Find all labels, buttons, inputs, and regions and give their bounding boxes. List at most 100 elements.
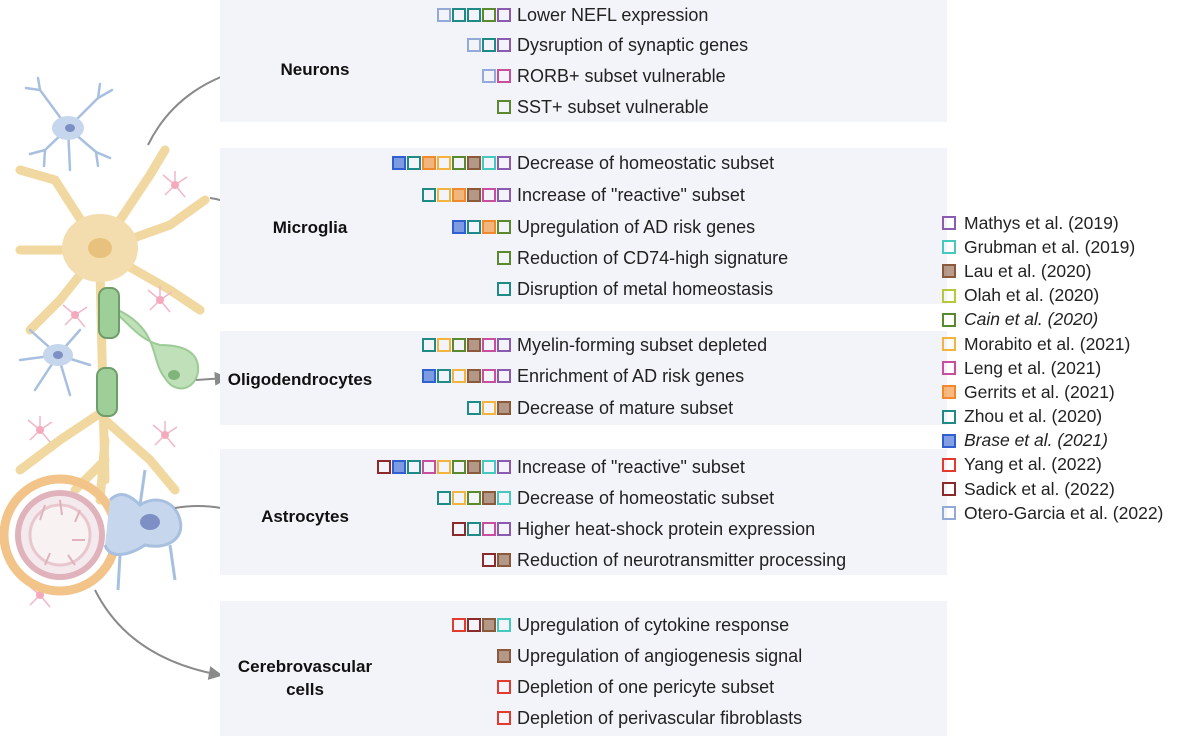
study-square-lau: [467, 460, 481, 474]
study-squares: [467, 38, 511, 52]
panel-neurons: [220, 0, 947, 122]
legend-label: Morabito et al. (2021): [964, 333, 1131, 354]
study-square-cain: [497, 100, 511, 114]
study-square-brase: [392, 460, 406, 474]
study-square-mathys: [497, 38, 511, 52]
legend-swatch: [942, 409, 956, 424]
legend-swatch: [942, 337, 956, 352]
finding-text: Myelin-forming subset depleted: [517, 334, 768, 355]
study-square-zhou: [497, 282, 511, 296]
study-square-leng: [482, 188, 496, 202]
study-square-lau: [467, 369, 481, 383]
study-square-zhou: [437, 491, 451, 505]
legend-swatch: [942, 288, 956, 303]
study-square-sadick: [452, 522, 466, 536]
finding-text: Upregulation of angiogenesis signal: [517, 645, 803, 666]
legend-item: Sadick et al. (2022): [942, 477, 1163, 501]
finding-row: Decrease of homeostatic subset: [392, 152, 774, 174]
legend-item: Morabito et al. (2021): [942, 332, 1163, 356]
study-square-morabito: [437, 460, 451, 474]
study-square-mathys: [497, 156, 511, 170]
study-square-brase: [452, 220, 466, 234]
finding-row: Myelin-forming subset depleted: [422, 334, 767, 356]
study-squares: [422, 369, 511, 383]
finding-text: Enrichment of AD risk genes: [517, 365, 745, 386]
study-square-zhou: [437, 369, 451, 383]
study-square-cain: [497, 220, 511, 234]
label-microglia: Microglia: [272, 218, 348, 237]
study-squares: [452, 220, 511, 234]
study-square-leng: [422, 460, 436, 474]
legend-label: Cain et al. (2020): [964, 309, 1099, 330]
legend-label: Brase et al. (2021): [964, 430, 1108, 451]
legend-item: Leng et al. (2021): [942, 356, 1163, 380]
study-square-mathys: [497, 8, 511, 22]
study-legend: Mathys et al. (2019)Grubman et al. (2019…: [942, 211, 1163, 525]
legend-swatch: [942, 457, 956, 472]
legend-item: Brase et al. (2021): [942, 429, 1163, 453]
study-square-leng: [482, 522, 496, 536]
study-square-morabito: [482, 401, 496, 415]
finding-row: Dysruption of synaptic genes: [467, 34, 748, 56]
finding-text: Decrease of homeostatic subset: [517, 152, 775, 173]
finding-text: Reduction of CD74-high signature: [517, 247, 789, 268]
study-square-sadick: [482, 553, 496, 567]
finding-row: Depletion of perivascular fibroblasts: [497, 707, 802, 729]
finding-text: Upregulation of AD risk genes: [517, 216, 756, 237]
study-square-zhou: [482, 38, 496, 52]
study-square-cain: [452, 156, 466, 170]
legend-label: Grubman et al. (2019): [964, 236, 1136, 257]
finding-row: Enrichment of AD risk genes: [422, 365, 744, 387]
study-square-lau: [497, 401, 511, 415]
study-square-yang: [452, 618, 466, 632]
legend-swatch: [942, 312, 956, 327]
study-square-zhou: [407, 460, 421, 474]
legend-item: Olah et al. (2020): [942, 284, 1163, 308]
study-squares: [377, 460, 511, 474]
study-square-grubman: [497, 618, 511, 632]
microglia-icon: [27, 171, 188, 608]
finding-text: Decrease of mature subset: [517, 397, 734, 418]
study-square-lau: [482, 618, 496, 632]
study-squares: [497, 649, 511, 663]
study-squares: [467, 401, 511, 415]
legend-label: Olah et al. (2020): [964, 285, 1100, 306]
study-square-grubman: [482, 460, 496, 474]
study-square-mathys: [497, 522, 511, 536]
finding-row: Lower NEFL expression: [437, 4, 708, 26]
finding-row: Increase of "reactive" subset: [422, 184, 745, 206]
study-squares: [497, 100, 511, 114]
finding-text: Lower NEFL expression: [517, 4, 709, 25]
study-squares: [482, 69, 511, 83]
legend-item: Mathys et al. (2019): [942, 211, 1163, 235]
finding-text: SST+ subset vulnerable: [517, 96, 709, 117]
legend-item: Cain et al. (2020): [942, 308, 1163, 332]
arrow-to-cerebrovascular: [94, 589, 223, 680]
label-astrocytes: Astrocytes: [261, 507, 349, 526]
astrocyte-icon: [103, 469, 183, 591]
study-square-mathys: [497, 460, 511, 474]
finding-text: RORB+ subset vulnerable: [517, 65, 726, 86]
study-squares: [497, 251, 511, 265]
legend-item: Grubman et al. (2019): [942, 235, 1163, 259]
panel-oligodendrocytes: [220, 331, 947, 425]
finding-text: Dysruption of synaptic genes: [517, 34, 749, 55]
label-neurons: Neurons: [280, 60, 350, 79]
finding-row: RORB+ subset vulnerable: [482, 65, 726, 87]
oligodendrocyte-icon: [117, 309, 200, 390]
label-cerebrovascular: Cerebrovascular cells: [237, 657, 373, 699]
finding-text: Decrease of homeostatic subset: [517, 487, 775, 508]
study-squares: [437, 491, 511, 505]
study-square-mathys: [497, 188, 511, 202]
study-square-lau: [467, 338, 481, 352]
legend-item: Otero-Garcia et al. (2022): [942, 501, 1163, 525]
finding-row: Reduction of neurotransmitter processing: [482, 549, 846, 571]
panel-cerebrovascular: [220, 601, 947, 736]
legend-label: Sadick et al. (2022): [964, 478, 1115, 499]
study-square-zhou: [407, 156, 421, 170]
study-squares: [437, 8, 511, 22]
legend-label: Lau et al. (2020): [964, 260, 1092, 281]
finding-row: Disruption of metal homeostasis: [497, 278, 773, 300]
study-square-lau: [497, 649, 511, 663]
